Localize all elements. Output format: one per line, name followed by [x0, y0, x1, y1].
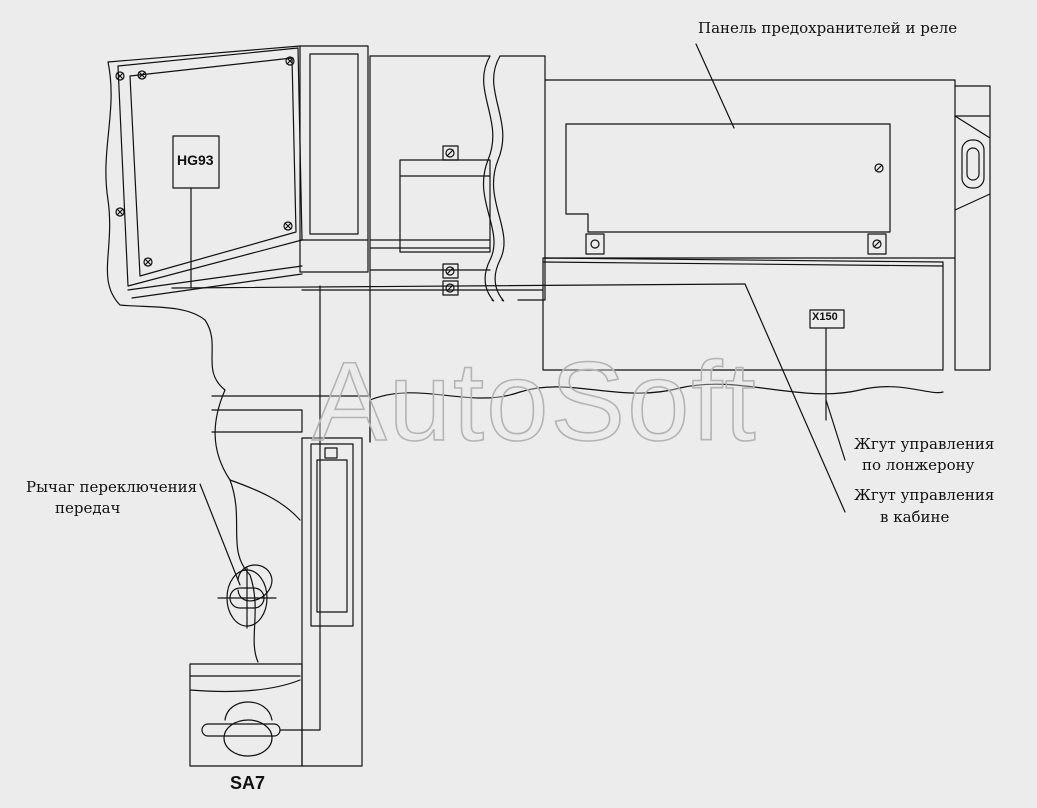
x150-code: X150 [812, 311, 838, 323]
sa7-code: SA7 [230, 773, 266, 793]
column-lower-housing [301, 437, 363, 767]
right-housing [499, 55, 956, 301]
fuse-panel-leader [695, 43, 735, 129]
column-panel-inner [309, 53, 359, 235]
fuse-relay-panel [565, 123, 891, 233]
frame-harness-label-line2: по лонжерону [862, 456, 975, 474]
sa7-switch-dial [224, 701, 273, 721]
hg93-code: HG93 [177, 152, 214, 168]
x150-box [809, 309, 845, 329]
cab-harness-line [171, 283, 746, 291]
frame-harness-leader [825, 399, 846, 461]
right-end-bracket [954, 85, 991, 371]
bracket-screws [442, 145, 459, 296]
instrument-panel-inner [129, 57, 297, 277]
fuse-panel-label: Панель предохранителей и реле [698, 19, 958, 37]
cab-harness-label-line1: Жгут управления [854, 486, 995, 504]
sa7-switch-handle [201, 723, 281, 737]
end-bracket-slot [961, 139, 985, 189]
gear-lever-leader [199, 483, 241, 586]
mid-bracket [369, 55, 491, 443]
column-lower-slot-inner [316, 459, 348, 613]
panel-screws [115, 56, 295, 267]
fuse-panel-mounts [585, 163, 887, 255]
hg93-box [172, 135, 220, 189]
break-line-2 [493, 55, 505, 302]
column-panel-outer [299, 45, 369, 273]
dashboard-break-contour [105, 45, 301, 663]
sa7-housing [189, 663, 303, 767]
lower-break-line [369, 383, 944, 401]
frame-harness-label-line1: Жгут управления [854, 435, 995, 453]
lower-housing [542, 257, 944, 371]
gear-lever-contour [229, 479, 301, 521]
bracket-block [399, 159, 491, 253]
column-lower-slot-outer [310, 443, 354, 627]
cab-harness-label-line2: в кабине [880, 508, 950, 526]
sa7-wire [279, 285, 321, 731]
gear-lever-label-line1: Рычаг переключения [26, 478, 198, 496]
column-lower-bracket [211, 395, 371, 443]
break-line-1 [483, 55, 495, 302]
instrument-panel-lower-edge [127, 265, 303, 299]
gear-lever-label-line2: передач [55, 499, 121, 517]
cab-harness-leader [744, 283, 846, 513]
